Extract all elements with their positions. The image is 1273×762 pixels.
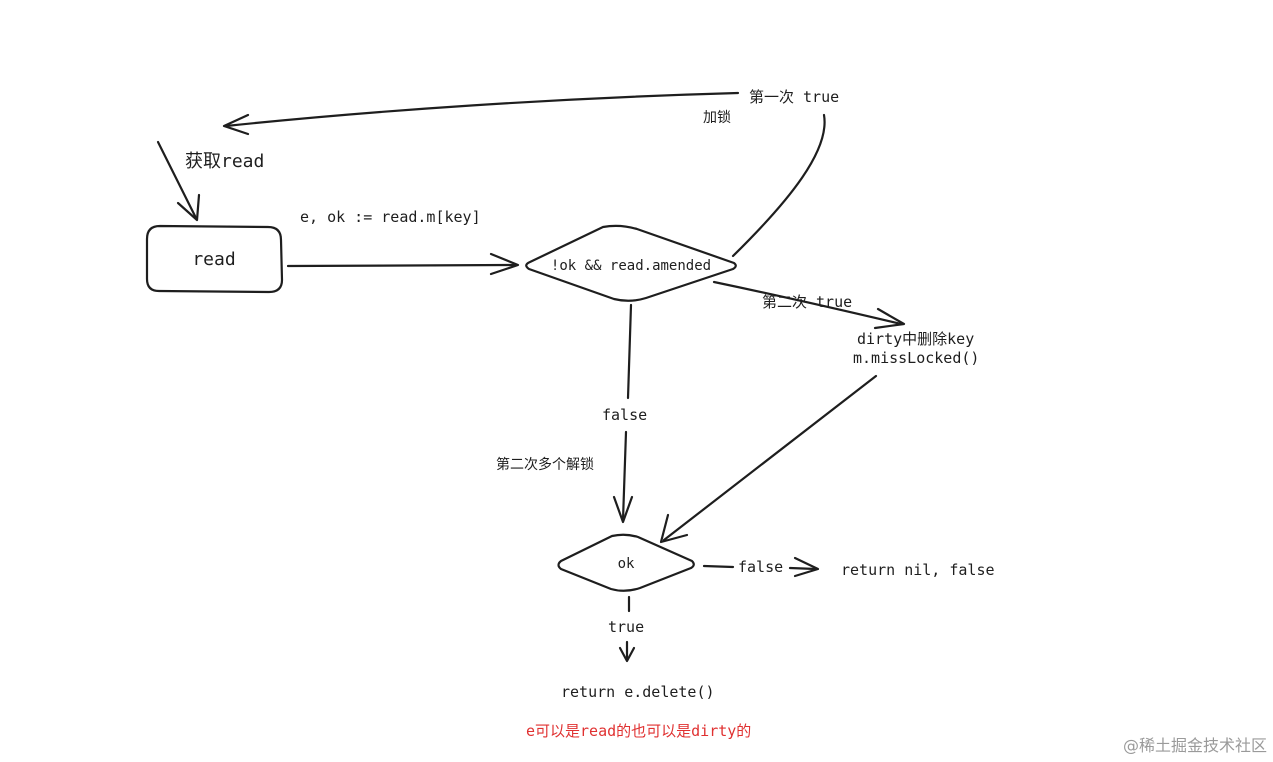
ok-decision-shape — [557, 533, 695, 592]
first-true-loop-edge — [731, 113, 826, 258]
ok-false-arrowhead — [793, 556, 820, 578]
second-true-label: 第二次 true — [762, 293, 853, 311]
read-to-decision-edge — [286, 263, 518, 268]
dirty-to-ok-edge — [662, 374, 878, 542]
false-down-edge-upper — [626, 303, 633, 400]
amended-decision-shape — [525, 224, 737, 302]
load-expression-label: e, ok := read.m[key] — [300, 208, 481, 226]
false-down-label: false — [602, 406, 648, 424]
watermark: @稀土掘金技术社区 — [1122, 736, 1267, 755]
amended-decision-label: !ok && read.amended — [550, 258, 712, 274]
read-node-label: read — [192, 249, 236, 270]
second-true-arrowhead — [873, 307, 906, 330]
return-delete-label: return e.delete() — [561, 683, 715, 701]
note-label: e可以是read的也可以是dirty的 — [526, 722, 752, 740]
get-read-edge — [156, 140, 198, 220]
ok-false-edge-right — [788, 566, 818, 571]
lock-return-arrowhead — [222, 113, 250, 136]
lock-return-edge — [224, 91, 740, 128]
read-to-decision-arrowhead — [489, 252, 520, 276]
second-unlock-label: 第二次多个解锁 — [496, 457, 594, 473]
dirty-action-line1: dirty中删除key — [857, 330, 975, 348]
ok-false-label: false — [738, 558, 784, 576]
false-down-edge-lower — [621, 430, 628, 522]
dirty-action-line2: m.missLocked() — [853, 349, 980, 367]
lock-label: 加锁 — [703, 110, 731, 126]
read-node-box — [145, 224, 284, 294]
ok-false-edge-left — [702, 564, 735, 569]
second-true-edge — [712, 280, 903, 326]
ok-true-label: true — [608, 618, 645, 636]
dirty-to-ok-arrowhead — [659, 513, 689, 544]
return-false-label: return nil, false — [841, 561, 995, 579]
first-true-label: 第一次 true — [749, 88, 840, 106]
ok-decision-label: ok — [617, 556, 635, 572]
get-read-arrowhead — [176, 193, 201, 222]
false-down-arrowhead — [612, 495, 634, 524]
ok-true-arrowhead — [618, 646, 636, 663]
get-read-label: 获取read — [185, 151, 265, 172]
